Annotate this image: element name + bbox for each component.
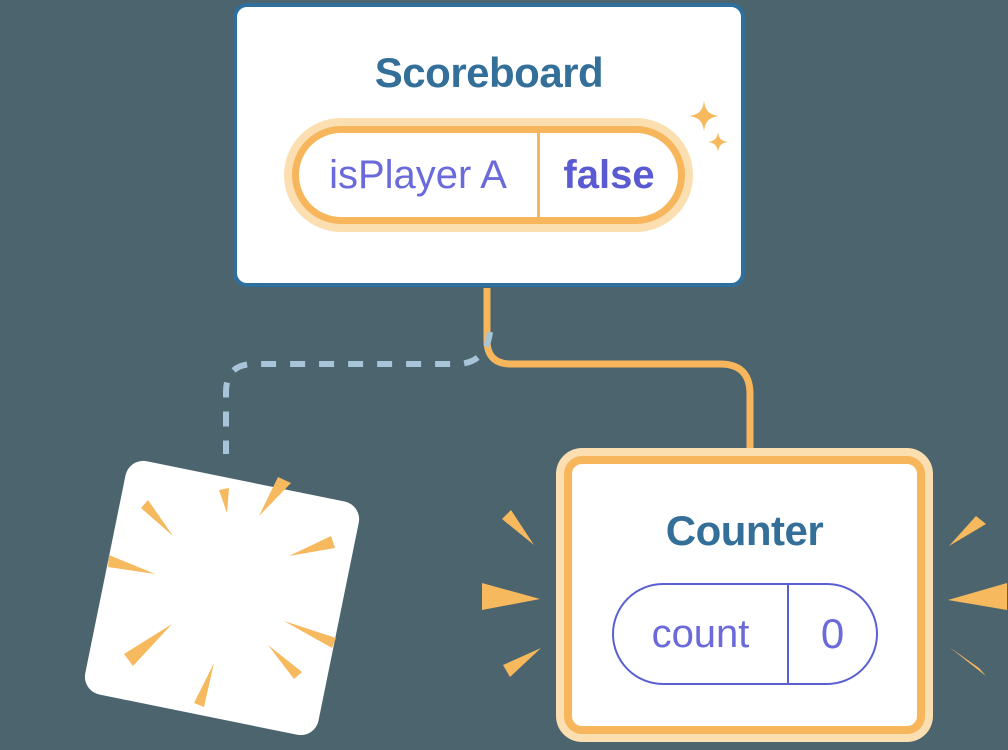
removed-branch-dashed-connector [223,331,493,454]
poof-burst-icon [108,477,336,707]
emphasis-burst-left-icon [482,510,541,677]
state-key-label: count [614,585,789,683]
destroyed-component-card [84,460,360,736]
counter-title: Counter [665,507,824,554]
state-value: false [563,152,655,197]
emphasis-burst-right-icon [948,516,1007,676]
scoreboard-component-card: Scoreboard isPlayer A false [233,3,745,287]
scoreboard-state-pill: isPlayer A false [284,118,693,232]
scoreboard-title: Scoreboard [374,49,604,96]
destroyed-card-body [84,460,360,736]
state-key-label: isPlayer A [299,133,540,217]
counter-state-pill: count 0 [612,583,878,685]
state-value: 0 [820,610,845,657]
sparkles-icon [689,101,728,152]
counter-card-body: Counter count 0 [564,456,925,734]
parent-child-connector-line [483,288,754,452]
counter-component-card: Counter count 0 [556,448,933,742]
